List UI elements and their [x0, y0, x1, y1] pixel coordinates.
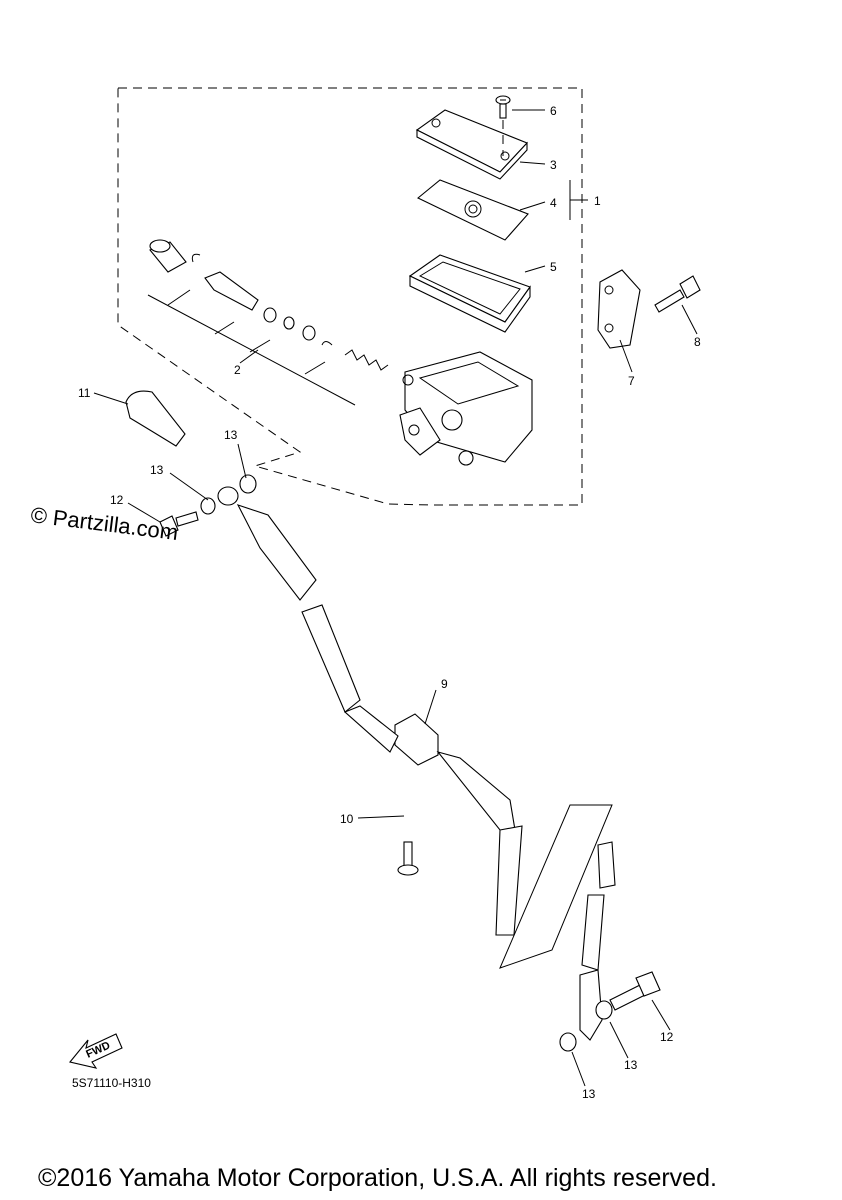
callout-13-lower-left: 13: [582, 1087, 596, 1101]
piston-kit: [147, 239, 389, 406]
diagram-code: 5S71110-H310: [72, 1076, 151, 1090]
callout-13-lower-right: 13: [624, 1058, 638, 1072]
callout-11: 11: [78, 386, 91, 400]
callout-2: 2: [234, 363, 241, 377]
bleed-cap: [125, 390, 186, 447]
copyright-notice: ©2016 Yamaha Motor Corporation, U.S.A. A…: [38, 1164, 717, 1192]
diaphragm: [408, 254, 531, 333]
callout-5: 5: [550, 260, 557, 274]
hose-joint: [343, 705, 516, 831]
union-bolt-lower: [609, 971, 661, 1011]
assembly-boundary: [117, 87, 583, 506]
master-cylinder-holder: [597, 269, 641, 349]
callout-13-upper-right: 13: [224, 428, 238, 442]
callout-4: 4: [550, 196, 557, 210]
callout-9: 9: [441, 677, 448, 691]
joint-bolt: [397, 841, 419, 876]
brake-hose-upper: [236, 504, 361, 713]
callout-13-upper-left: 13: [150, 463, 164, 477]
brake-hose-lower: [495, 804, 616, 1041]
callout-6: 6: [550, 104, 557, 118]
callout-10: 10: [340, 812, 354, 826]
washer-upper-a: [200, 497, 216, 515]
diaphragm-plate: [416, 179, 529, 241]
callout-12-upper: 12: [110, 493, 124, 507]
washer-lower-b: [559, 1032, 577, 1052]
callout-8: 8: [694, 335, 701, 349]
fwd-arrow-icon: FWD: [69, 1033, 123, 1069]
washer-upper-b: [239, 474, 257, 494]
screw: [495, 95, 511, 156]
master-cylinder-body: [399, 351, 533, 466]
reservoir-cap: [415, 109, 528, 180]
union-bolt-upper: [159, 511, 199, 537]
callout-3: 3: [550, 158, 557, 172]
holder-bolt: [654, 275, 701, 313]
watermark: © Partzilla.com: [29, 502, 179, 545]
banjo-fitting: [217, 486, 239, 506]
washer-lower-a: [595, 1000, 613, 1020]
leader-lines: [93, 109, 698, 1087]
callout-12-lower: 12: [660, 1030, 674, 1044]
callout-7: 7: [628, 374, 635, 388]
callout-1: 1: [594, 194, 601, 208]
